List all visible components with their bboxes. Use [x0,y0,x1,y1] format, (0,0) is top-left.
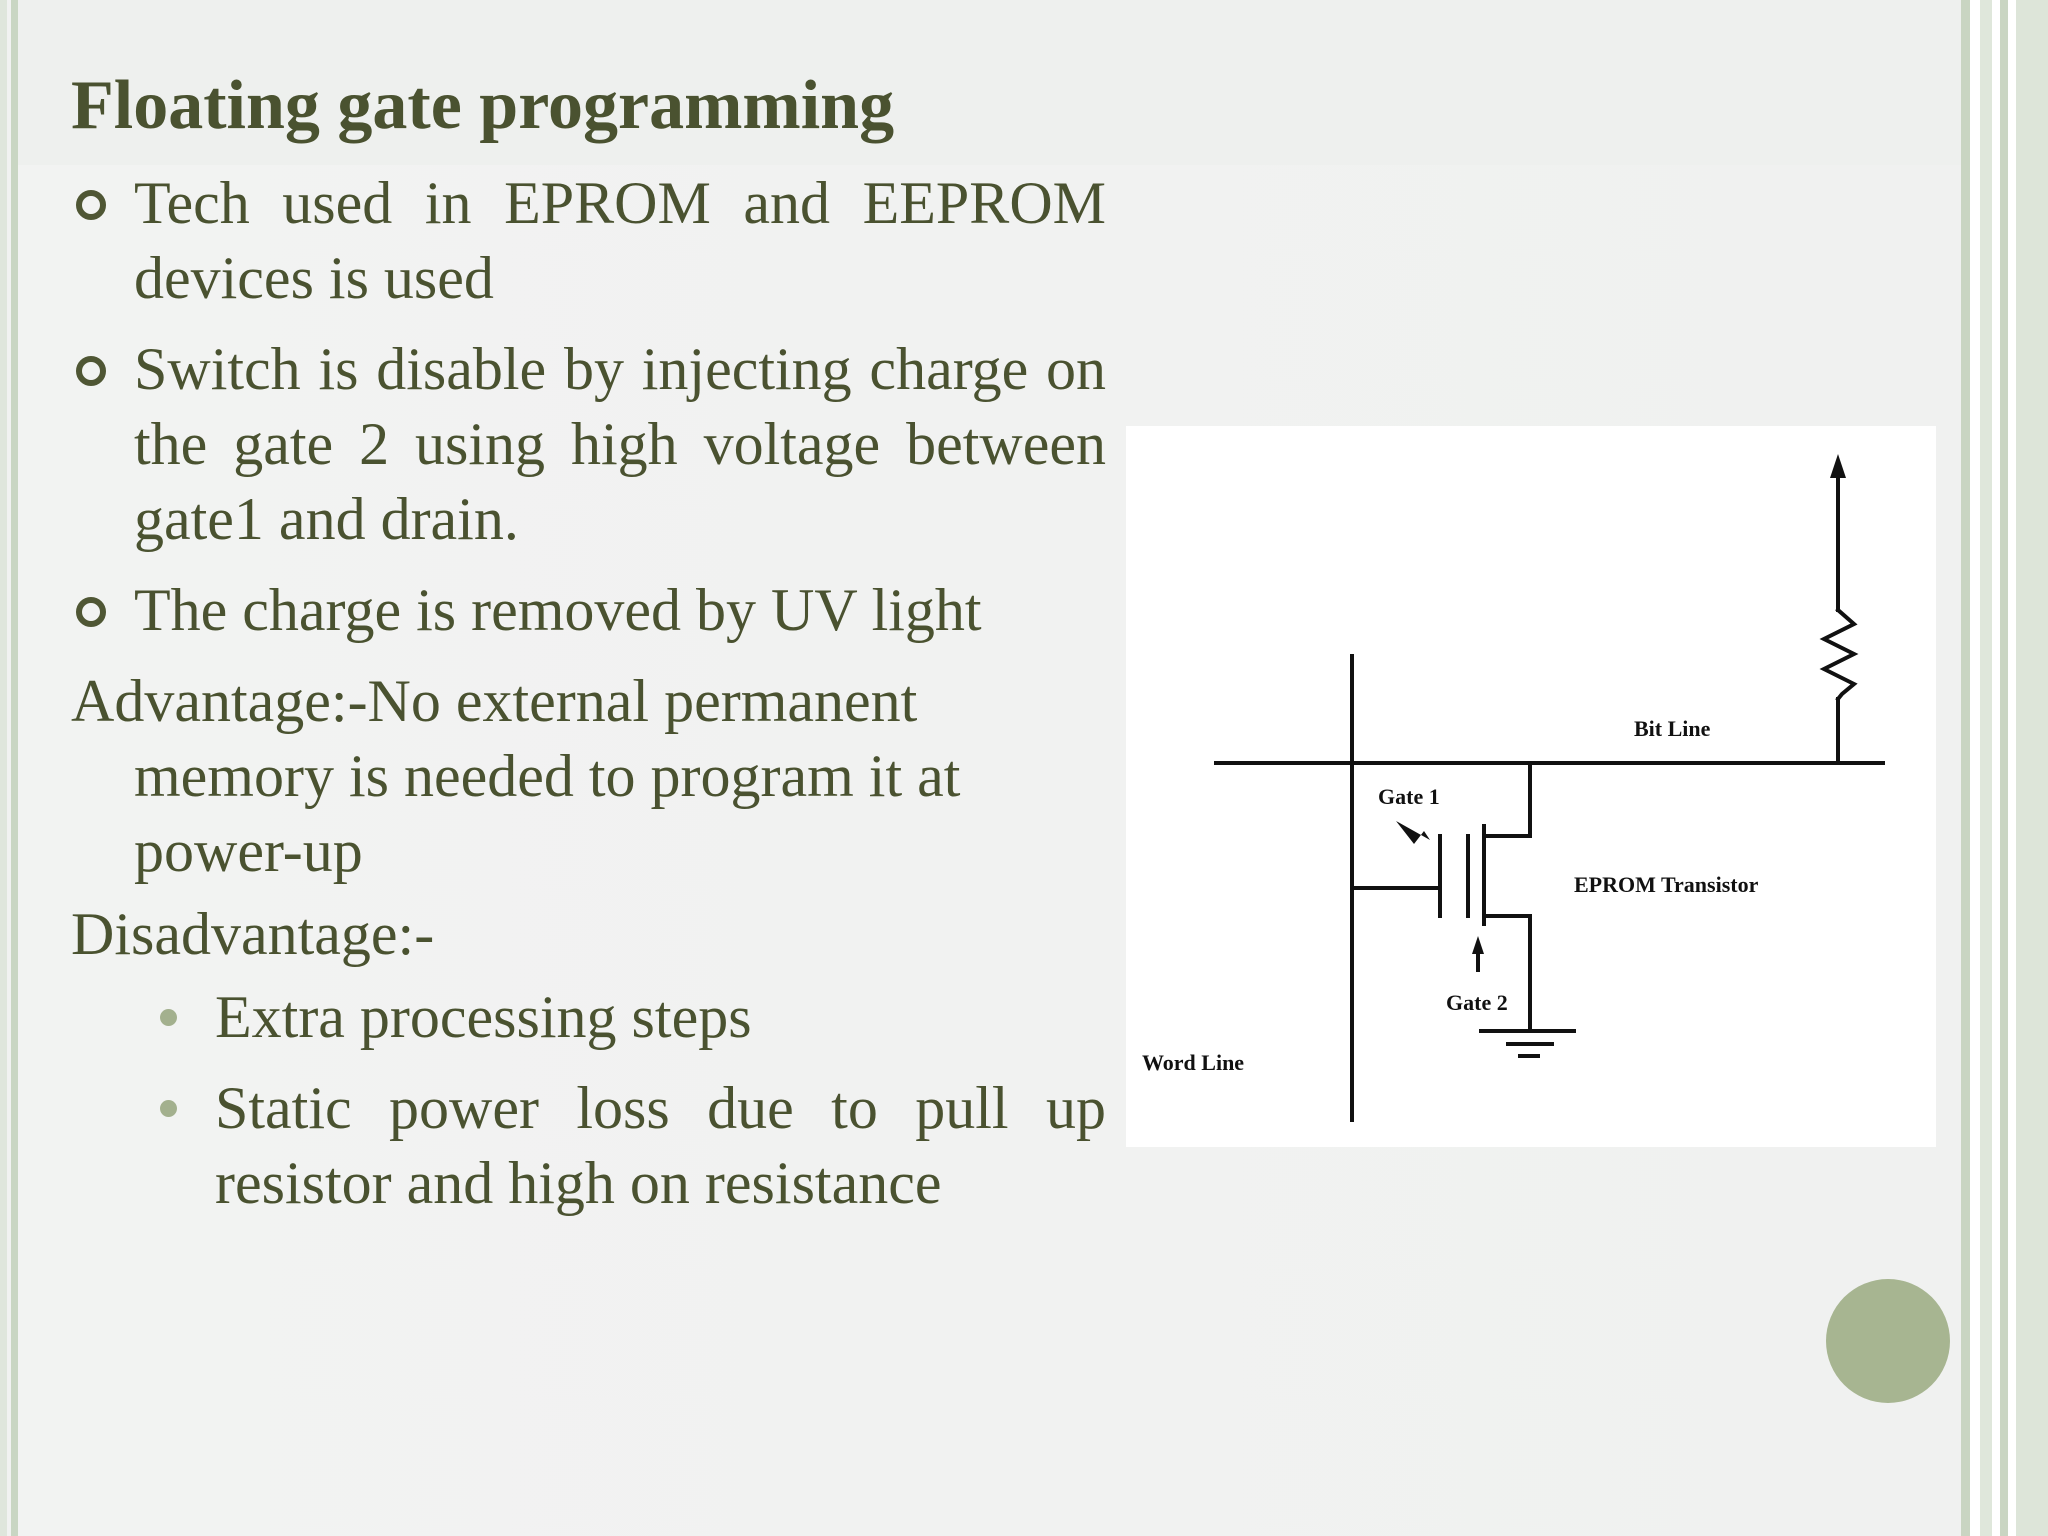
disadvantage-heading: Disadvantage:- [71,901,435,967]
gate1-label: Gate 1 [1378,784,1440,809]
left-border-stripe [0,0,7,1536]
word-line-label: Word Line [1142,1050,1244,1075]
bullet-item: Switch is disable by injecting charge on… [71,332,1106,557]
supply-arrow-icon [1830,454,1846,478]
bullet-text: Tech used in EPROM and EEPROM devices is… [134,170,1106,311]
dot-bullet-icon [160,1009,177,1026]
title-band [18,0,1961,165]
sub-bullet-text: Extra processing steps [215,984,752,1050]
ring-bullet-icon [76,597,106,627]
pull-up-resistor [1819,607,1859,702]
right-border-stripe [1961,0,1970,1536]
slide-body: Tech used in EPROM and EEPROM devices is… [71,166,1106,1237]
eprom-circuit-figure: Bit Line Gate 1 EPROM Transistor Gate 2 … [1126,426,1936,1147]
advantage-paragraph: Advantage:-No external permanent memory … [71,668,961,884]
right-border-stripe [2000,0,2008,1536]
right-border-stripe [1980,0,1992,1536]
gate2-label: Gate 2 [1446,990,1508,1015]
ring-bullet-icon [76,190,106,220]
circuit-diagram: Bit Line Gate 1 EPROM Transistor Gate 2 … [1142,454,1885,1122]
sub-bullet-text: Static power loss due to pull up resisto… [215,1075,1106,1216]
decorative-circle [1826,1279,1950,1403]
right-border-stripe [2016,0,2048,1536]
sub-bullet-item: Static power loss due to pull up resisto… [71,1071,1106,1221]
eprom-transistor-label: EPROM Transistor [1574,872,1759,897]
slide-title: Floating gate programming [71,67,895,144]
left-border-stripe-inner [11,0,18,1536]
bullet-text: The charge is removed by UV light [134,577,982,643]
bullet-text: Switch is disable by injecting charge on… [134,336,1106,552]
gate1-arrow-icon [1396,821,1430,844]
dot-bullet-icon [160,1100,177,1117]
bit-line-label: Bit Line [1634,716,1711,741]
gate2-arrow-icon [1472,936,1484,954]
bullet-item: Tech used in EPROM and EEPROM devices is… [71,166,1106,316]
bullet-item: The charge is removed by UV light [71,573,1106,648]
sub-bullet-item: Extra processing steps [71,980,1106,1055]
ring-bullet-icon [76,356,106,386]
